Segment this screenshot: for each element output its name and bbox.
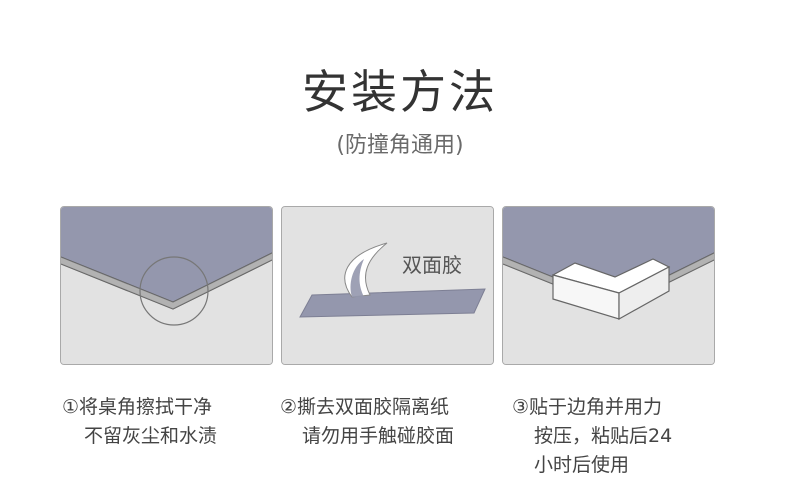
step-2-line-1: ②撕去双面胶隔离纸	[280, 396, 450, 418]
step-2-line-2: 请勿用手触碰胶面	[302, 425, 455, 447]
step-3-line-2: 按压，粘贴后24	[534, 425, 673, 447]
focus-circle	[139, 256, 209, 326]
table-top	[61, 207, 272, 302]
step-3-text: ③贴于边角并用力 按压，粘贴后24 小时后使用	[512, 393, 672, 480]
corner-guard-drawing	[503, 207, 714, 364]
peeled-liner-back	[350, 259, 364, 297]
corner-guard-right-face	[618, 266, 670, 321]
step-3-line-3: 小时后使用	[534, 454, 630, 476]
step-3-illustration	[502, 206, 715, 365]
step-2-text: ②撕去双面胶隔离纸 请勿用手触碰胶面	[280, 393, 454, 451]
page-title: 安装方法	[302, 65, 498, 119]
step-1-illustration	[60, 206, 273, 365]
step-1-text: ①将桌角擦拭干净 不留灰尘和水渍	[62, 393, 217, 451]
step-2-illustration: 双面胶	[281, 206, 494, 365]
table-corner-drawing	[61, 207, 272, 364]
step-3-line-1: ③贴于边角并用力	[512, 396, 663, 418]
tape-strip	[299, 288, 486, 318]
step-1-line-1: ①将桌角擦拭干净	[62, 396, 213, 418]
tape-drawing	[282, 207, 493, 364]
step-1-line-2: 不留灰尘和水渍	[84, 425, 218, 447]
page-subtitle: (防撞角通用)	[336, 133, 464, 158]
tape-label: 双面胶	[402, 253, 462, 277]
